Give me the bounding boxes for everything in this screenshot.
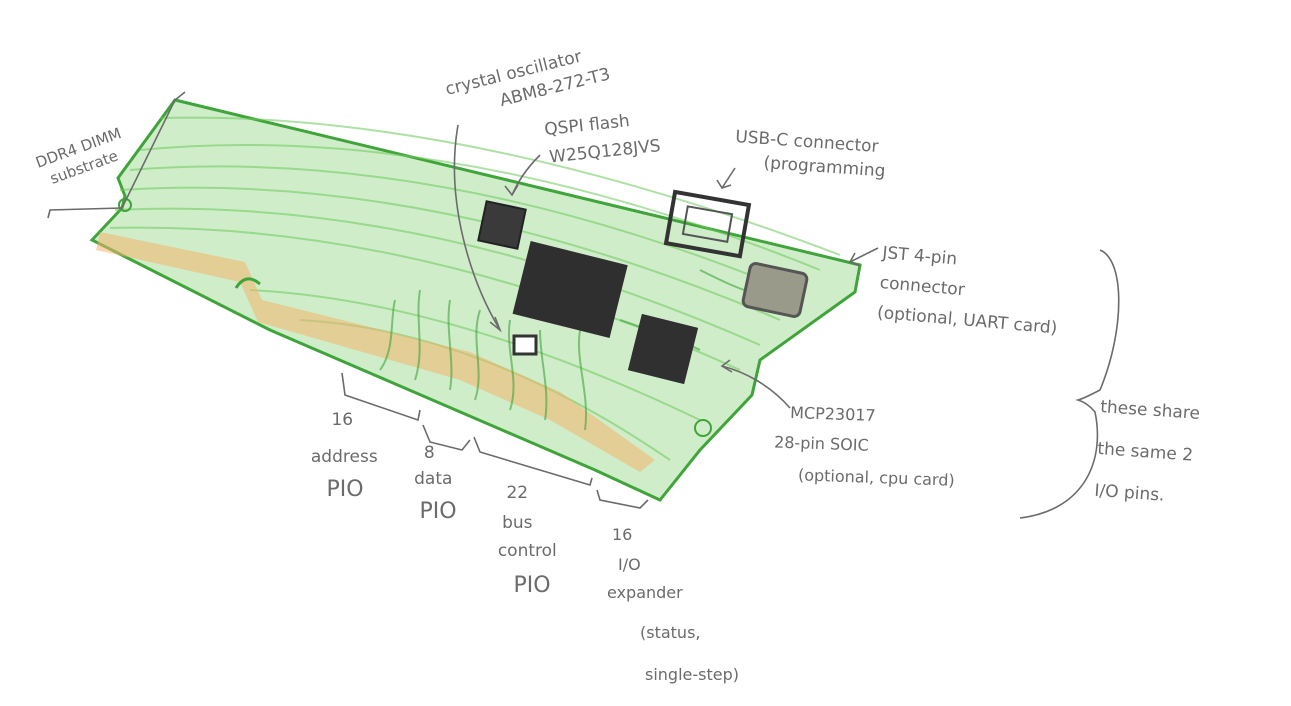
components xyxy=(477,189,809,385)
qspi-flash-chip xyxy=(477,200,527,250)
mount-hole-left xyxy=(118,198,132,212)
pcb-board xyxy=(89,98,862,502)
label-io: 16 I/O expander (status, single-step) xyxy=(607,525,739,684)
bracket-bus xyxy=(473,436,593,486)
edge-contacts xyxy=(96,232,655,472)
label-bus: 22 bus control PIO xyxy=(498,483,562,598)
usb-arrow xyxy=(716,167,736,189)
bracket-io xyxy=(596,489,649,509)
label-share: these share the same 2 I/O pins. xyxy=(1094,397,1206,508)
label-mcp: MCP23017 28-pin SOIC (optional, cpu card… xyxy=(773,402,957,489)
label-data: 8 data PIO xyxy=(414,443,458,524)
jst-connector xyxy=(741,262,809,318)
qspi-arrow xyxy=(504,184,519,197)
annotation-lines xyxy=(47,91,1120,519)
label-address: 16 address PIO xyxy=(311,410,383,502)
mount-hole-right xyxy=(694,419,712,437)
microcontroller-chip xyxy=(512,241,628,338)
share-brace xyxy=(1019,249,1120,519)
mcp23017-chip xyxy=(627,313,699,385)
bracket-data xyxy=(422,424,471,451)
label-jst: JST 4-pin connector (optional, UART card… xyxy=(875,243,1063,339)
crystal-oscillator xyxy=(512,334,538,356)
crystal-arrow xyxy=(489,316,502,333)
dimm-key-notch xyxy=(234,277,261,289)
bracket-address xyxy=(341,372,421,422)
usb-c-connector xyxy=(663,189,752,259)
crystal-leader xyxy=(453,124,501,331)
jst-arrow xyxy=(848,247,879,267)
label-qspi: QSPI flash W25Q128JVS xyxy=(543,108,661,168)
pcb-substrate xyxy=(89,98,862,502)
mcp-arrow xyxy=(720,359,733,373)
pcb-hatching xyxy=(109,116,841,461)
mcp-leader xyxy=(721,365,791,409)
label-usb: USB-C connector (programming xyxy=(733,127,888,181)
usb-c-inner xyxy=(681,205,734,243)
label-crystal: crystal oscillator ABM8-272-T3 xyxy=(443,41,612,123)
substrate-bracket xyxy=(47,91,186,219)
